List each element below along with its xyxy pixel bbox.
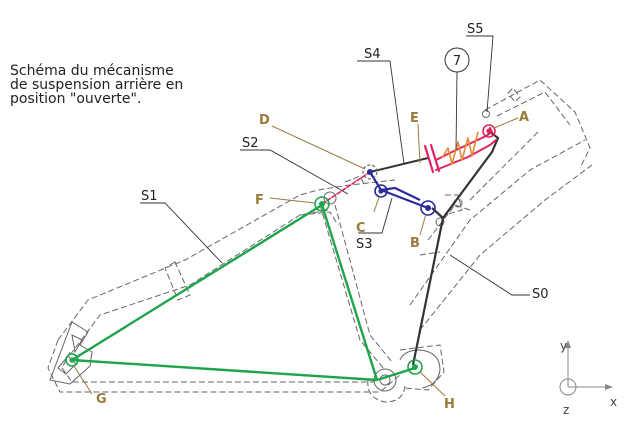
callout-7-label: 7 (453, 54, 461, 69)
joint-h (407, 359, 423, 375)
label-point-g: G (96, 392, 107, 407)
joint-a (482, 110, 496, 138)
joint-d (362, 164, 378, 180)
spring-7 (441, 131, 479, 165)
axis-z-label: z (563, 403, 569, 417)
label-s5: S5 (467, 22, 484, 37)
joint-b (420, 200, 436, 216)
label-point-c: C (356, 221, 366, 236)
solid-leaders (140, 35, 530, 296)
frame-outline (47, 79, 593, 403)
solid-s1-frame (71, 203, 416, 382)
caption-line-1: Schéma du mécanisme (10, 63, 174, 79)
joint-c (374, 184, 388, 198)
axis-triad: y x z (559, 339, 617, 417)
axis-y-label: y (560, 339, 567, 353)
diagram-caption: Schéma du mécanisme de suspension arrièr… (10, 64, 240, 106)
label-s4: S4 (364, 47, 381, 62)
caption-line-2: de suspension arrière en (10, 77, 184, 93)
label-point-e: E (410, 111, 419, 126)
joint-f (314, 196, 330, 212)
point-leaders (73, 117, 519, 397)
label-point-b: B (410, 236, 420, 251)
caption-line-3: position "ouverte". (10, 91, 142, 107)
callout-7: 7 (444, 47, 470, 73)
joint-g (65, 353, 79, 367)
label-point-h: H (444, 397, 455, 412)
label-point-a: A (519, 110, 529, 125)
label-s2: S2 (242, 136, 259, 151)
label-s1: S1 (141, 189, 158, 204)
label-point-f: F (255, 193, 264, 208)
label-point-d: D (259, 113, 270, 128)
axis-x-label: x (610, 395, 617, 409)
label-s0: S0 (532, 287, 549, 302)
label-s3: S3 (356, 237, 373, 252)
shock-absorber (321, 127, 497, 205)
solid-s0-swingarm (411, 131, 500, 366)
